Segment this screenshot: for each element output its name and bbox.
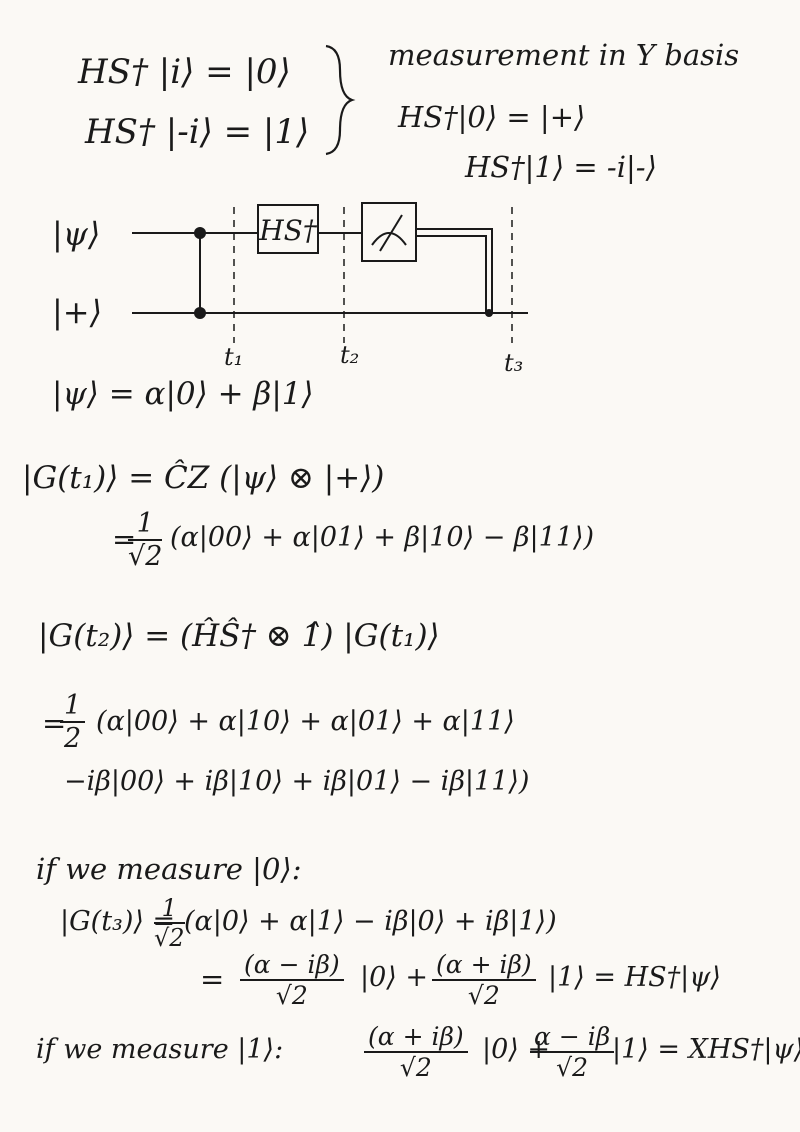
- measure-1-mid: |0⟩ +: [482, 1034, 551, 1065]
- right-brace-icon: [325, 44, 356, 156]
- quantum-circuit: |ψ⟩ |+⟩ HS† t₁ t₂ t₃: [52, 202, 528, 377]
- hs-dagger-gate: HS†: [257, 204, 319, 254]
- classical-control-dot-icon: [485, 309, 493, 317]
- input-plus-label: |+⟩: [52, 293, 102, 331]
- g-t2-definition: |G(t₂)⟩ = (ĤŜ† ⊗ 1̂) |G(t₁)⟩: [38, 618, 440, 654]
- input-psi-label: |ψ⟩: [52, 215, 100, 253]
- g-t3-equals: =: [200, 962, 225, 996]
- g-t3-lhs: |G(t₃)⟩ =: [60, 906, 176, 937]
- time-label-t1: t₁: [224, 343, 243, 371]
- measure-1-heading: if we measure |1⟩:: [36, 1034, 284, 1065]
- gate-label: HS†: [258, 214, 318, 247]
- measurement-title: measurement in Y basis: [388, 38, 740, 72]
- time-slices: [233, 207, 513, 343]
- identity-minus-i: HS† |-i⟩ = |1⟩: [85, 112, 310, 152]
- g-t1-definition: |G(t₁)⟩ = ĈZ (|ψ⟩ ⊗ |+⟩): [22, 460, 385, 496]
- g-t2-expansion-line1: (α|00⟩ + α|10⟩ + α|01⟩ + α|11⟩: [96, 706, 515, 737]
- cz-gate: [194, 227, 206, 319]
- classical-wire: [416, 228, 493, 313]
- measure-0-mid: |0⟩ +: [360, 962, 429, 993]
- measurement-line1: HS†|0⟩ = |+⟩: [398, 100, 586, 134]
- measure-0-tail: |1⟩ = HS†|ψ⟩: [548, 962, 721, 993]
- g-t1-coefficient: 1 √2: [128, 508, 163, 572]
- time-label-t2: t₂: [340, 341, 359, 369]
- measure-1-tail: |1⟩ = XHS†|ψ⟩: [612, 1034, 800, 1065]
- identity-i: HS† |i⟩ = |0⟩: [78, 52, 291, 92]
- state-definition: |ψ⟩ = α|0⟩ + β|1⟩: [52, 376, 314, 412]
- control-dot-icon: [194, 307, 206, 319]
- g-t1-expansion: (α|00⟩ + α|01⟩ + β|10⟩ − β|11⟩): [170, 522, 595, 553]
- time-label-t3: t₃: [504, 349, 523, 377]
- g-t2-expansion-line2: −iβ|00⟩ + iβ|10⟩ + iβ|01⟩ − iβ|11⟩): [64, 766, 530, 797]
- measurement-meter-icon: [361, 202, 417, 262]
- measure-1-frac-2: α − iβ √2: [530, 1022, 615, 1082]
- control-dot-icon: [194, 227, 206, 239]
- g-t2-coefficient: 1 2: [60, 690, 86, 754]
- g-t2-equals: =: [42, 706, 67, 740]
- measurement-line2: HS†|1⟩ = -i|-⟩: [465, 150, 657, 184]
- measure-0-frac-1: (α − iβ) √2: [240, 950, 344, 1010]
- g-t3-coefficient: 1 √2: [154, 894, 185, 952]
- measure-0-frac-2: (α + iβ) √2: [432, 950, 536, 1010]
- g-t3-rhs: (α|0⟩ + α|1⟩ − iβ|0⟩ + iβ|1⟩): [184, 906, 557, 937]
- measure-0-heading: if we measure |0⟩:: [36, 852, 302, 886]
- measure-1-frac-1: (α + iβ) √2: [364, 1022, 468, 1082]
